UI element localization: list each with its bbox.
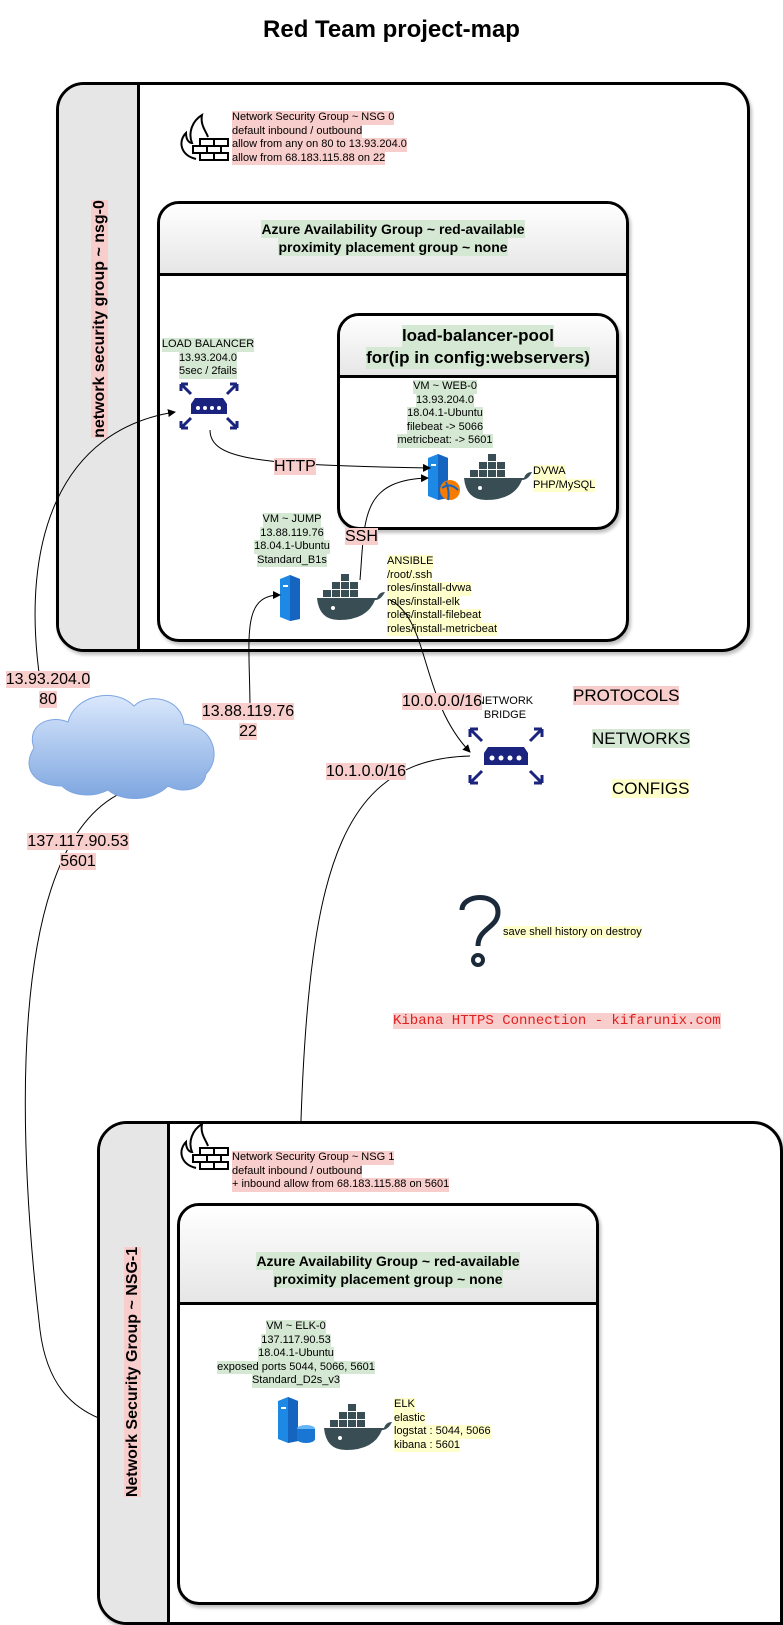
network-bridge-label: NETWORK BRIDGE: [476, 695, 534, 721]
cloud-to-lb-ip-label: 13.93.204.0 80: [5, 671, 91, 708]
web-server-icon[interactable]: [424, 452, 462, 502]
docker-icon: [322, 1400, 392, 1452]
database-server-icon[interactable]: [274, 1395, 318, 1445]
edge-cloud-to-lb: [34, 409, 176, 681]
edge-ansible-to-bridge: [389, 599, 471, 753]
nsg-1-info: Network Security Group ~ NSG 1 default i…: [232, 1151, 450, 1192]
jump-server-icon[interactable]: [276, 573, 306, 623]
docker-icon: [315, 570, 385, 622]
firewall-icon: [176, 1121, 232, 1172]
elk-vm-label: VM ~ ELK-0 137.117.90.53 18.04.1-Ubuntu …: [217, 1320, 375, 1388]
legend-networks: NETWORKS: [592, 729, 691, 748]
network-b-label: 10.1.0.0/16: [326, 763, 407, 780]
nsg-1-label: Network Security Group ~ NSG-1: [124, 1246, 141, 1498]
nsg-0-info: Network Security Group ~ NSG 0 default i…: [232, 111, 407, 165]
load-balancer-label: LOAD BALANCER 13.93.204.0 5sec / 2fails: [161, 338, 255, 379]
edge-ssh: [359, 474, 429, 581]
nsg-0-info-line: allow from 68.183.115.88 on 22: [232, 151, 386, 165]
network-a-label: 10.0.0.0/16: [402, 693, 483, 710]
legend-configs: CONFIGS: [612, 779, 690, 798]
nsg-0-info-line: default inbound / outbound: [232, 124, 363, 138]
router-icon[interactable]: [466, 725, 546, 787]
cloud-icon: [22, 686, 222, 806]
cloud-to-jump-ip-label: 13.88.119.76 22: [201, 703, 295, 740]
firewall-icon: [176, 112, 232, 163]
ssh-label: SSH: [345, 528, 378, 545]
legend-protocols: PROTOCOLS: [573, 686, 680, 705]
load-balancer-pool-title: load-balancer-pool for(ip in config:webs…: [366, 325, 590, 369]
help-text: save shell history on destroy: [503, 926, 642, 938]
nsg-0-info-line: Network Security Group ~ NSG 0: [232, 111, 395, 125]
web-0-vm-label: VM ~ WEB-0 13.93.204.0 18.04.1-Ubuntu fi…: [397, 380, 493, 448]
cloud-to-elk-ip-label: 137.117.90.53 5601: [27, 833, 129, 870]
docker-icon: [462, 450, 532, 502]
nsg-0-info-line: allow from any on 80 to 13.93.204.0: [232, 138, 407, 152]
page-title: Red Team project-map: [263, 16, 520, 43]
dvwa-label: DVWA PHP/MySQL: [533, 465, 596, 492]
edge-http: [209, 429, 431, 472]
router-icon[interactable]: [177, 380, 241, 432]
question-icon: [456, 890, 504, 972]
elk-app-label: ELK elastic logstat : 5044, 5066 kibana …: [394, 1398, 491, 1452]
kibana-link[interactable]: Kibana HTTPS Connection - kifarunix.com: [393, 1013, 721, 1029]
ansible-label: ANSIBLE /root/.ssh roles/install-dvwa ro…: [387, 555, 498, 636]
availability-group-1-title: Azure Availability Group ~ red-available…: [256, 1252, 520, 1288]
jump-vm-label: VM ~ JUMP 13.88.119.76 18.04.1-Ubuntu St…: [254, 513, 330, 567]
http-label: HTTP: [274, 458, 316, 475]
edge-cloud-to-jump: [248, 591, 281, 711]
availability-group-0-title: Azure Availability Group ~ red-available…: [261, 220, 525, 256]
